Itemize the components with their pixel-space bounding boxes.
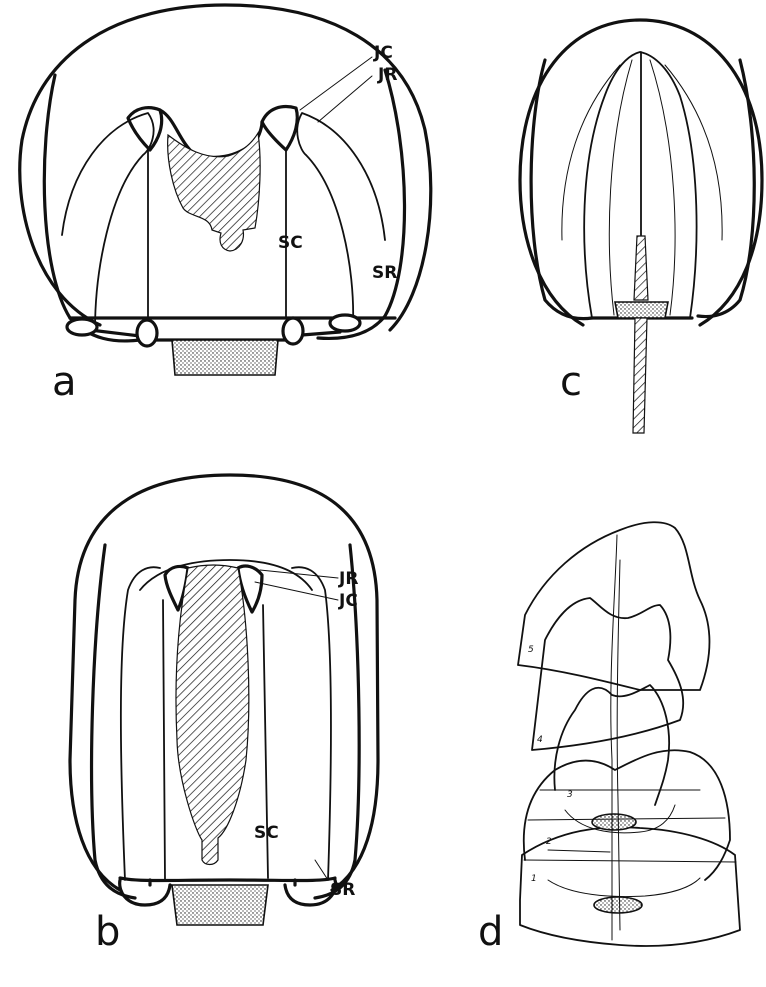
panel-c-hatched-canal	[634, 236, 648, 300]
panel-c-inner-right-line	[650, 60, 675, 315]
panel-a-label-sr: SR	[372, 263, 397, 283]
panel-c: c	[520, 20, 762, 433]
panel-a-label-sc: SC	[278, 233, 303, 253]
panel-a-label-jc: JC	[373, 43, 393, 63]
panel-b-left-arch	[121, 567, 160, 880]
panel-c-base	[615, 302, 668, 318]
panel-d-number-5: 5	[528, 645, 534, 655]
panel-d-number-4: 4	[537, 735, 543, 745]
panel-a-letter: a	[52, 359, 77, 405]
panel-b-left-suture	[163, 600, 165, 880]
panel-b-letter: b	[95, 909, 120, 955]
panel-c-left-lobe	[531, 60, 592, 319]
panel-a-right-inner-knob	[283, 318, 303, 344]
panel-b-label-jr: JR	[338, 569, 358, 589]
panel-b-stippled-base	[172, 885, 268, 925]
panel-b-bottom-rim	[120, 878, 335, 885]
panel-a-jc-leader	[300, 57, 372, 110]
panel-c-inner-left-line	[609, 60, 632, 315]
panel-a-stippled-base	[172, 340, 278, 375]
panel-d-letter: d	[478, 909, 503, 955]
panel-b-sr-leader	[315, 860, 328, 880]
panel-b-left-foot	[120, 880, 170, 905]
panel-d-number-2: 2	[546, 837, 552, 847]
panel-a-right-arch	[297, 113, 385, 325]
panel-a-right-lobe	[318, 70, 405, 338]
panel-d: 1 2 3 4 5 d	[478, 522, 740, 955]
panel-d-stage-4	[532, 598, 683, 750]
panel-a-left-inner-knob	[137, 320, 157, 346]
panel-c-stalk	[633, 318, 647, 433]
panel-a-left-outer-knob	[67, 319, 97, 335]
panel-b-right-arch	[292, 567, 331, 880]
panel-d-bowl-lower	[548, 878, 700, 897]
panel-a-jr-leader	[318, 76, 372, 122]
panel-d-number-3: 3	[567, 790, 573, 800]
panel-b-central-canal	[176, 565, 249, 865]
panel-c-letter: c	[560, 359, 582, 405]
panel-d-ellipse-upper	[592, 814, 636, 830]
panel-b-right-foot	[285, 880, 336, 905]
panel-d-ellipse-lower	[594, 897, 642, 913]
panel-a-right-crown	[262, 107, 297, 150]
panel-b-label-sc: SC	[254, 823, 279, 843]
panel-b-label-sr: SR	[330, 880, 355, 900]
panel-c-mid-left-line	[562, 65, 620, 240]
panel-a-right-outer-knob	[330, 315, 360, 331]
panel-a: JC JR SC SR a	[20, 5, 431, 405]
panel-b: JR JC SC SR b	[70, 475, 378, 955]
panel-d-number-1: 1	[531, 874, 537, 884]
panel-d-stage-1	[520, 827, 740, 946]
panel-b-left-lobe	[92, 545, 135, 898]
panel-a-label-jr: JR	[377, 65, 397, 85]
panel-c-right-lobe	[698, 60, 754, 317]
panel-a-left-arch	[62, 113, 154, 330]
panel-a-central-canal	[168, 133, 260, 251]
panel-a-left-lobe	[44, 75, 140, 341]
panel-b-label-jc: JC	[338, 591, 358, 611]
panel-c-mid-right-line	[665, 65, 722, 240]
